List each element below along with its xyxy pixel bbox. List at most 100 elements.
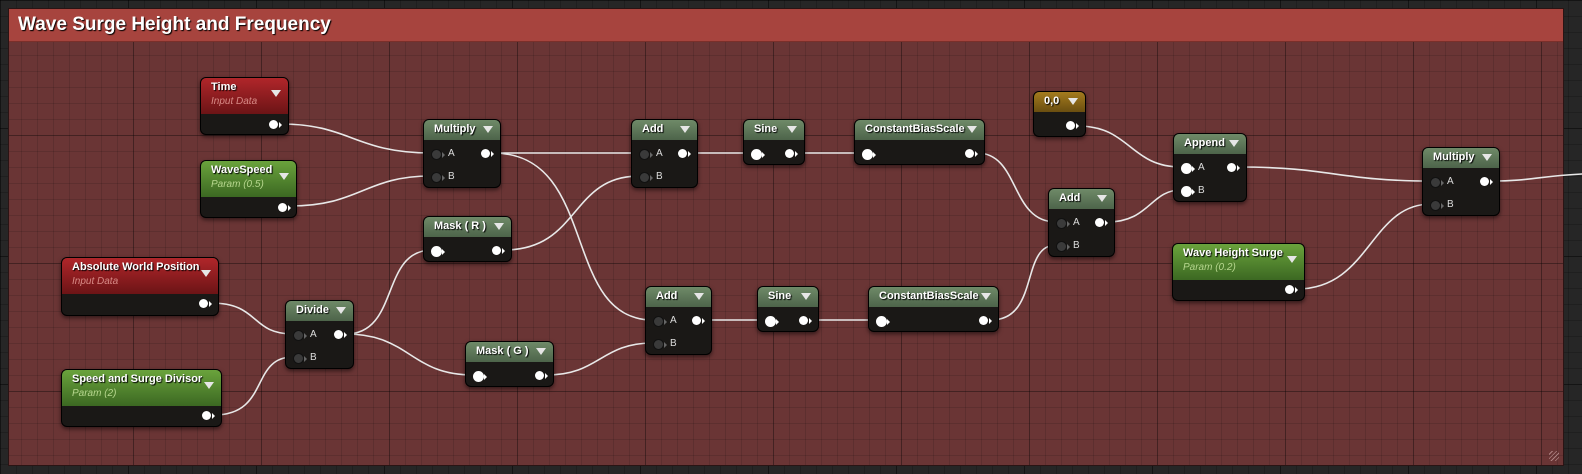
input-pin-b[interactable] [1056,241,1070,252]
node-header[interactable]: Add [632,120,697,140]
node-append[interactable]: Append A B [1173,133,1247,202]
chevron-down-icon[interactable] [336,307,346,314]
output-pin[interactable] [481,149,494,158]
input-pin[interactable] [751,149,765,160]
chevron-down-icon[interactable] [1097,195,1107,202]
input-pin[interactable] [876,316,890,327]
node-header[interactable]: Sine [758,287,818,307]
input-pin[interactable] [862,149,876,160]
node-header[interactable]: ConstantBiasScale [869,287,998,307]
node-header[interactable]: Speed and Surge Divisor Param (2) [62,370,221,406]
node-header[interactable]: Mask ( R ) [424,217,511,237]
input-pin[interactable] [765,316,779,327]
chevron-down-icon[interactable] [680,126,690,133]
chevron-down-icon[interactable] [279,173,289,180]
node-add[interactable]: Add A B [645,286,712,355]
output-pin[interactable] [1480,177,1493,186]
input-pin-a[interactable] [1056,218,1070,229]
input-pin[interactable] [431,246,445,257]
chevron-down-icon[interactable] [536,348,546,355]
chevron-down-icon[interactable] [801,293,811,300]
node-constant-bias-scale[interactable]: ConstantBiasScale [868,286,999,332]
node-header[interactable]: 0,0 [1034,92,1085,112]
chevron-down-icon[interactable] [787,126,797,133]
node-mask-r[interactable]: Mask ( R ) [423,216,512,262]
input-pin-a[interactable] [653,316,667,327]
input-pin-a[interactable] [639,149,653,160]
node-header[interactable]: Absolute World Position Input Data [62,258,218,294]
chevron-down-icon[interactable] [271,90,281,97]
output-pin[interactable] [979,316,992,325]
node-sine[interactable]: Sine [743,119,805,165]
node-time[interactable]: Time Input Data [200,77,289,135]
node-absolute-world-position[interactable]: Absolute World Position Input Data [61,257,219,316]
output-pin[interactable] [199,299,212,308]
node-header[interactable]: Mask ( G ) [466,342,553,362]
output-pin[interactable] [965,149,978,158]
chevron-down-icon[interactable] [981,293,991,300]
input-pin-b[interactable] [1430,200,1444,211]
node-speed-and-surge-divisor[interactable]: Speed and Surge Divisor Param (2) [61,369,222,427]
chevron-down-icon[interactable] [204,382,214,389]
node-header[interactable]: ConstantBiasScale [855,120,984,140]
node-add[interactable]: Add A B [631,119,698,188]
node-constant[interactable]: 0,0 [1033,91,1086,137]
input-pin-b[interactable] [1181,186,1195,197]
input-pin-b[interactable] [653,339,667,350]
output-pin[interactable] [334,330,347,339]
comment-header[interactable]: Wave Surge Height and Frequency [9,9,1563,42]
node-header[interactable]: Time Input Data [201,78,288,114]
input-pin-a[interactable] [1181,163,1195,174]
output-pin[interactable] [1227,163,1240,172]
comment-resize-handle[interactable] [1549,451,1559,461]
chevron-down-icon[interactable] [1482,154,1492,161]
chevron-down-icon[interactable] [201,270,211,277]
chevron-down-icon[interactable] [1287,256,1297,263]
chevron-down-icon[interactable] [694,293,704,300]
output-pin[interactable] [1285,285,1298,294]
node-multiply[interactable]: Multiply A B [423,119,501,188]
chevron-down-icon[interactable] [967,126,977,133]
input-pin-b[interactable] [639,172,653,183]
output-pin[interactable] [785,149,798,158]
output-pin[interactable] [692,316,705,325]
input-pin-b[interactable] [293,353,307,364]
node-header[interactable]: Divide [286,301,353,321]
node-header[interactable]: Multiply [424,120,500,140]
input-pin-a[interactable] [431,149,445,160]
node-multiply[interactable]: Multiply A B [1422,147,1500,216]
chevron-down-icon[interactable] [1229,140,1239,147]
input-pin[interactable] [473,371,487,382]
input-pin-b[interactable] [431,172,445,183]
node-header[interactable]: Append [1174,134,1246,154]
output-pin[interactable] [535,371,548,380]
output-pin[interactable] [269,120,282,129]
output-pin[interactable] [678,149,691,158]
node-constant-bias-scale[interactable]: ConstantBiasScale [854,119,985,165]
output-pin[interactable] [1066,121,1079,130]
node-header[interactable]: WaveSpeed Param (0.5) [201,161,296,197]
output-pin[interactable] [799,316,812,325]
node-header[interactable]: Sine [744,120,804,140]
input-pin-a[interactable] [293,330,307,341]
node-wave-height-surge[interactable]: Wave Height Surge Param (0.2) [1172,243,1305,301]
node-header[interactable]: Add [1049,189,1114,209]
node-header[interactable]: Add [646,287,711,307]
chevron-down-icon[interactable] [1068,98,1078,105]
chevron-down-icon[interactable] [494,223,504,230]
node-sine[interactable]: Sine [757,286,819,332]
node-mask-g[interactable]: Mask ( G ) [465,341,554,387]
node-header[interactable]: Wave Height Surge Param (0.2) [1173,244,1304,280]
node-title: Append [1184,137,1225,149]
output-pin[interactable] [1095,218,1108,227]
input-pin-a[interactable] [1430,177,1444,188]
output-pin[interactable] [492,246,505,255]
node-header[interactable]: Multiply [1423,148,1499,168]
output-pin[interactable] [278,203,291,212]
node-wavespeed[interactable]: WaveSpeed Param (0.5) [200,160,297,218]
node-divide[interactable]: Divide A B [285,300,354,369]
node-add[interactable]: Add A B [1048,188,1115,257]
output-pin[interactable] [202,411,215,420]
chevron-down-icon[interactable] [483,126,493,133]
